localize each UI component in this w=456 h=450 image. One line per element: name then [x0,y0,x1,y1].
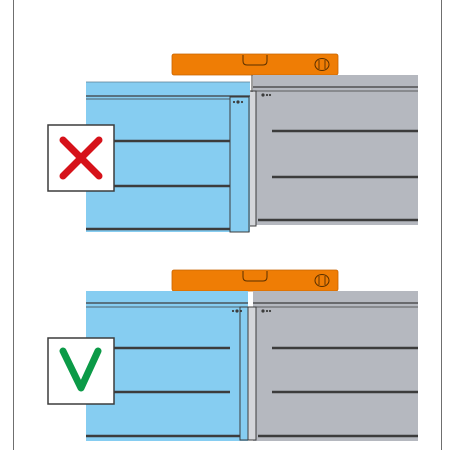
grey-cabinet-top [247,75,418,227]
spirit-level-top [171,53,339,76]
blue-cabinet-top [86,81,250,233]
right-frame-line [441,0,442,450]
left-frame-line [13,0,14,450]
correct-alignment-panel [47,269,418,441]
cross-icon [47,124,115,192]
incorrect-alignment-panel [47,53,418,233]
grey-cabinet-bottom [247,291,418,441]
spirit-level-bottom [171,269,339,292]
check-icon [47,337,115,405]
